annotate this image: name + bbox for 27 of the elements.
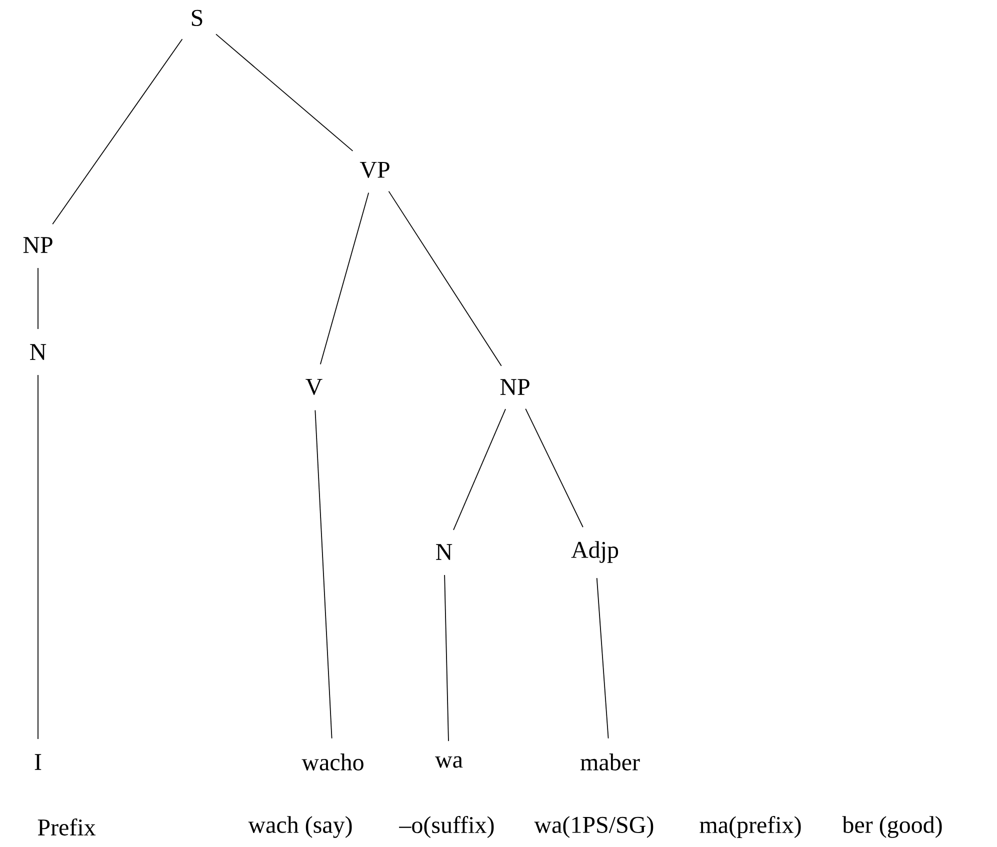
tree-label: NP: [23, 237, 52, 253]
tree-label: wacho: [302, 754, 364, 770]
gloss-text: wa(1PS/SG): [534, 816, 654, 838]
tree-label: S: [192, 10, 202, 26]
tree-label: Adjp: [571, 541, 618, 563]
tree-label: I: [34, 754, 42, 770]
tree-label: VP: [360, 162, 390, 178]
gloss-text: ma(prefix): [700, 816, 801, 838]
tree-branch: [320, 192, 370, 365]
tree-label: N: [436, 544, 452, 560]
tree-branch: [596, 578, 609, 739]
tree-label: NP: [500, 379, 530, 395]
gloss-text: wach (say): [248, 816, 352, 838]
tree-label: maber: [580, 754, 640, 770]
gloss-text: ber (good): [842, 816, 942, 838]
tree-label: V: [306, 378, 322, 396]
gloss-text: –o(suffix): [399, 816, 494, 838]
tree-branch: [525, 408, 584, 528]
tree-label: wa: [435, 756, 463, 768]
gloss-text: Prefix: [38, 818, 96, 836]
tree-label: N: [30, 344, 46, 360]
tree-branch: [52, 38, 183, 225]
tree-branch: [216, 34, 354, 152]
tree-branch: [444, 574, 449, 742]
tree-branch: [314, 410, 332, 739]
tree-branch: [453, 408, 506, 530]
tree-branch: [388, 190, 502, 366]
